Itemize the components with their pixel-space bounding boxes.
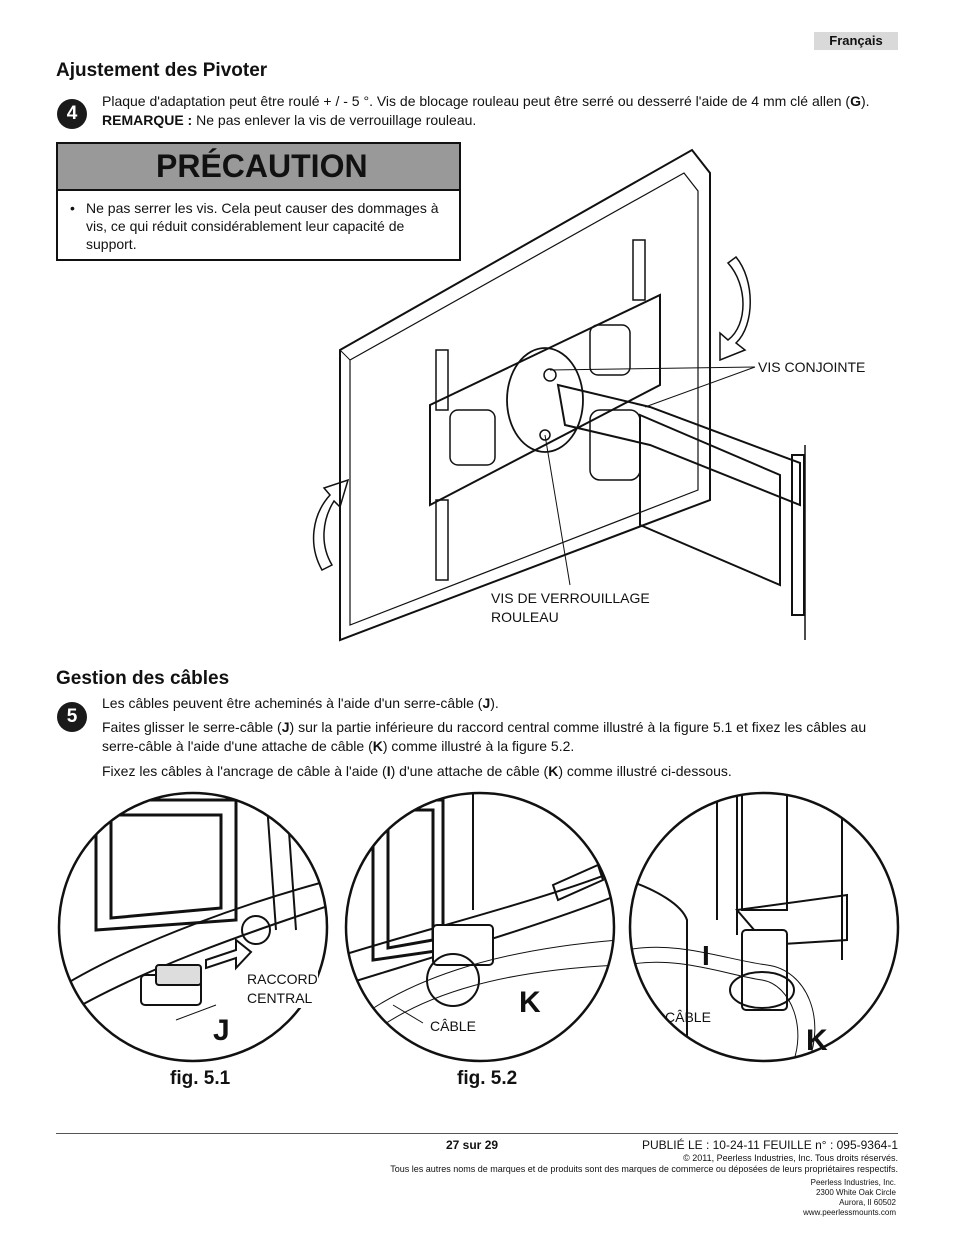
- step-4-text: Plaque d'adaptation peut être roulé + / …: [102, 93, 870, 128]
- label-lock-screw: VIS DE VERROUILLAGE ROULEAU: [491, 590, 650, 625]
- step-5-line-3: Fixez les câbles à l'ancrage de câble à …: [102, 763, 732, 779]
- caution-title: PRÉCAUTION: [58, 144, 459, 191]
- company-address: Peerless Industries, Inc. 2300 White Oak…: [803, 1178, 896, 1217]
- label-cable-fig-5-2: CÂBLE: [430, 1018, 476, 1034]
- step-5-line-2: Faites glisser le serre-câble (J) sur la…: [102, 719, 867, 754]
- caution-text: • Ne pas serrer les vis. Cela peut cause…: [70, 200, 439, 252]
- trademark-notice: Tous les autres noms de marques et de pr…: [390, 1164, 898, 1174]
- page-number: 27 sur 29: [446, 1138, 499, 1152]
- step-5-line-1: Les câbles peuvent être acheminés à l'ai…: [102, 695, 499, 711]
- letter-k-fig-5-2: K: [519, 986, 541, 1019]
- step-number-4: 4: [57, 99, 87, 129]
- section-title-cables: Gestion des câbles: [56, 668, 230, 689]
- letter-i: I: [702, 940, 710, 971]
- label-central-joint: RACCORD CENTRAL: [247, 970, 318, 1008]
- letter-j: J: [213, 1014, 230, 1047]
- publication-info: PUBLIÉ LE : 10-24-11 FEUILLE n° : 095-93…: [641, 1138, 898, 1152]
- step-number-5: 5: [57, 702, 87, 732]
- footer-divider: [56, 1133, 898, 1134]
- figure-caption-5-2: fig. 5.2: [457, 1068, 518, 1089]
- figure-5-1-illustration: [57, 791, 329, 1063]
- label-cable-fig-5-3: CÂBLE: [665, 1009, 711, 1025]
- figure-caption-5-1: fig. 5.1: [170, 1068, 231, 1089]
- section-title-pivot: Ajustement des Pivoter: [56, 60, 268, 81]
- caution-box: PRÉCAUTION • Ne pas serrer les vis. Cela…: [56, 142, 461, 261]
- copyright-notice: © 2011, Peerless Industries, Inc. Tous d…: [683, 1153, 898, 1163]
- mount-diagram: [312, 148, 806, 642]
- language-tag: Français: [814, 32, 898, 50]
- figure-5-3-illustration: [628, 791, 900, 1063]
- caution-bullet: •: [70, 200, 75, 216]
- website-link[interactable]: www.peerlessmounts.com: [803, 1208, 896, 1217]
- label-joint-screw: VIS CONJOINTE: [758, 359, 866, 375]
- letter-k-fig-5-3: K: [806, 1024, 828, 1057]
- figure-5-2-illustration: [344, 791, 616, 1063]
